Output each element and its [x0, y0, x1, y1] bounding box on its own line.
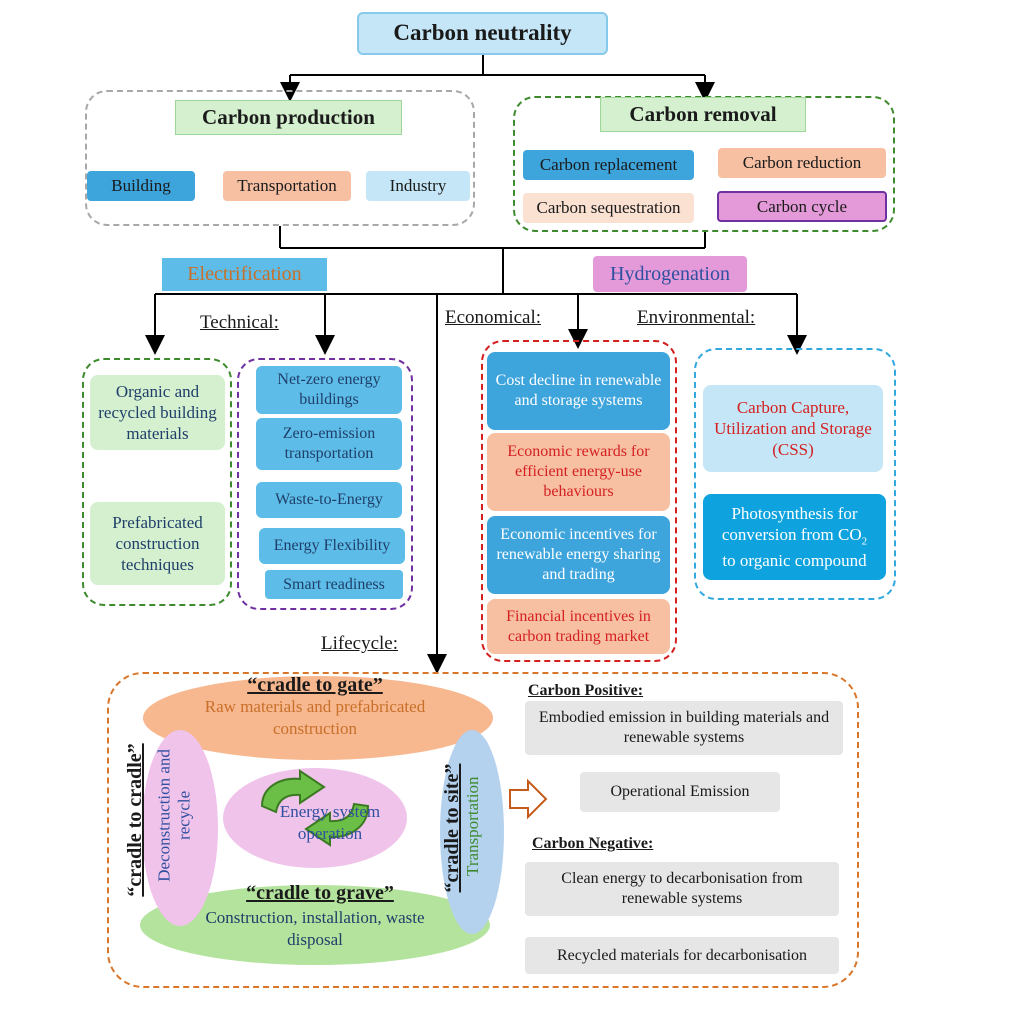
- energy-system-label: Energy system operation: [279, 802, 381, 844]
- photosynthesis-line-2: conversion from CO2: [721, 525, 868, 548]
- ccs-box: Carbon Capture, Utilization and Storage …: [703, 385, 883, 472]
- smart-readiness-box: Smart readiness: [265, 570, 403, 599]
- economic-rewards-box: Economic rewards for efficient energy-us…: [487, 433, 670, 511]
- net-zero-buildings-box: Net-zero energy buildings: [256, 366, 402, 414]
- carbon-production-frame: [85, 90, 475, 226]
- carbon-replacement-box: Carbon replacement: [523, 150, 694, 180]
- recycled-materials-box: Recycled materials for decarbonisation: [525, 937, 839, 974]
- zero-emission-transport-box: Zero-emission transportation: [256, 418, 402, 470]
- carbon-removal-title: Carbon removal: [600, 97, 806, 132]
- cradle-to-site-ellipse: [440, 730, 504, 934]
- carbon-production-title: Carbon production: [175, 100, 402, 135]
- cradle-to-site-desc: Transportation: [462, 776, 482, 876]
- materials-frame: [82, 358, 232, 606]
- energy-flexibility-box: Energy Flexibility: [259, 528, 405, 564]
- industry-box: Industry: [366, 171, 470, 201]
- economical-frame: [481, 340, 677, 662]
- hydrogenation-box: Hydrogenation: [593, 256, 747, 292]
- top-connectors: [145, 55, 807, 674]
- cycle-arrows-icon: [260, 769, 370, 847]
- cradle-to-grave-desc: Construction, installation, waste dispos…: [205, 908, 425, 950]
- cradle-to-grave-ellipse: [140, 885, 490, 965]
- electrification-box: Electrification: [162, 258, 327, 291]
- technical-heading: Technical:: [200, 312, 279, 333]
- cost-decline-box: Cost decline in renewable and storage sy…: [487, 352, 670, 430]
- right-outline-arrow-icon: [509, 778, 548, 820]
- environmental-frame: [694, 348, 896, 600]
- carbon-positive-title: Carbon Positive:: [528, 682, 644, 699]
- clean-energy-box: Clean energy to decarbonisation from ren…: [525, 862, 839, 916]
- cradle-to-grave-label: “cradle to grave”: [246, 882, 394, 904]
- cradle-to-cradle-label: “cradle to cradle”: [124, 743, 146, 897]
- lifecycle-heading: Lifecycle:: [321, 633, 399, 654]
- waste-to-energy-box: Waste-to-Energy: [256, 482, 402, 518]
- carbon-reduction-box: Carbon reduction: [718, 148, 886, 178]
- economical-heading: Economical:: [445, 307, 542, 328]
- carbon-sequestration-box: Carbon sequestration: [523, 193, 694, 223]
- operational-emission-box: Operational Emission: [580, 772, 780, 812]
- cradle-to-gate-desc: Raw materials and prefabricated construc…: [204, 697, 426, 739]
- building-box: Building: [87, 171, 195, 201]
- embodied-emission-box: Embodied emission in building materials …: [525, 701, 843, 755]
- cradle-to-cradle-desc: Deconstruction and recycle: [154, 749, 194, 882]
- photosynthesis-line-3: to organic compound: [722, 550, 867, 570]
- cradle-to-gate-ellipse: [143, 676, 493, 760]
- photosynthesis-box: Photosynthesis for conversion from CO2 t…: [703, 494, 886, 580]
- carbon-negative-title: Carbon Negative:: [532, 835, 654, 852]
- technical-frame: [237, 358, 413, 610]
- carbon-cycle-box: Carbon cycle: [717, 191, 887, 222]
- transportation-box: Transportation: [223, 171, 351, 201]
- organic-materials-box: Organic and recycled building materials: [90, 375, 225, 450]
- environmental-heading: Environmental:: [637, 307, 756, 328]
- cradle-to-gate-label: “cradle to gate”: [247, 674, 383, 696]
- carbon-neutrality-title: Carbon neutrality: [357, 12, 608, 55]
- cradle-to-cradle-ellipse: [142, 730, 218, 926]
- financial-incentives-box: Financial incentives in carbon trading m…: [487, 599, 670, 654]
- lifecycle-frame: [107, 672, 859, 988]
- prefabricated-techniques-box: Prefabricated construction techniques: [90, 502, 225, 585]
- photosynthesis-line-1: Photosynthesis for: [731, 504, 858, 524]
- economic-incentives-box: Economic incentives for renewable energy…: [487, 516, 670, 594]
